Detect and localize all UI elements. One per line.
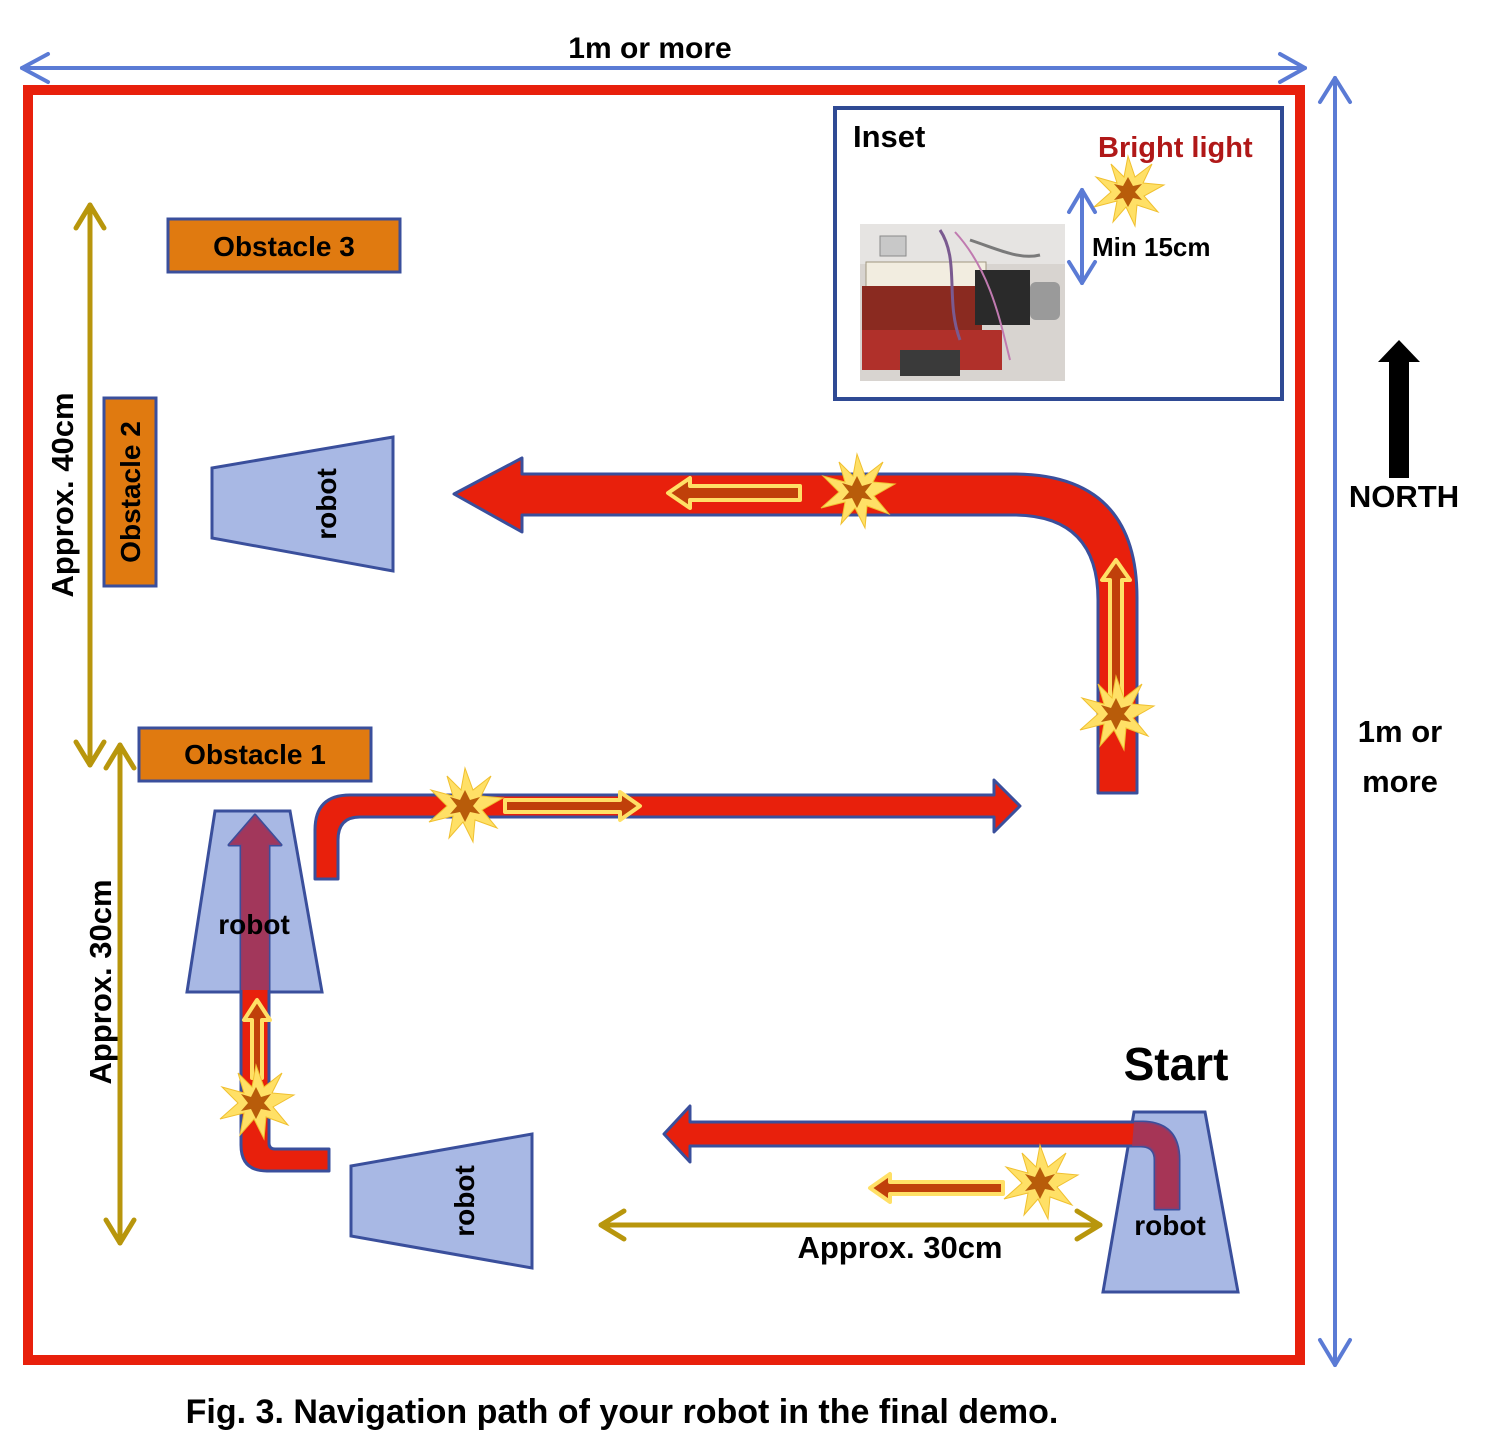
inset-bright-light-icon (1093, 154, 1166, 228)
start-label: Start (1124, 1038, 1229, 1090)
direction-arrows (242, 476, 1132, 1204)
approx-30cm-vertical-arrow (103, 742, 137, 1246)
north-arrow-icon (1378, 340, 1420, 478)
approx-30cm-horizontal-label: Approx. 30cm (797, 1230, 1002, 1265)
height-dimension-arrow (1318, 76, 1352, 1367)
robot-upper (210, 435, 395, 573)
robot-bottom (349, 1132, 534, 1270)
robot-left-label: robot (218, 909, 290, 940)
obstacle-2 (102, 396, 158, 588)
approx-40cm-label: Approx. 40cm (45, 392, 80, 597)
min-distance-label: Min 15cm (1092, 232, 1211, 262)
approx-30cm-vertical-label: Approx. 30cm (83, 879, 118, 1084)
bright-light-icon (428, 766, 505, 844)
approx-30cm-horizontal-arrow (598, 1208, 1103, 1242)
bright-light-icon (1003, 1143, 1080, 1221)
bright-light-icon (1079, 674, 1156, 752)
bright-light-icon (219, 1063, 296, 1141)
bright-light-label: Bright light (1098, 132, 1253, 164)
arena-border (23, 85, 1305, 1365)
obstacle-3-label: Obstacle 3 (213, 231, 355, 262)
inset-title: Inset (853, 119, 925, 154)
obstacle-1 (137, 726, 373, 783)
robot-photo (860, 224, 1065, 381)
path-segment-north-west (452, 456, 1139, 795)
robot-start-label: robot (1134, 1210, 1206, 1241)
obstacle-1-label: Obstacle 1 (184, 739, 326, 770)
min-distance-arrow (1067, 188, 1097, 285)
width-label: 1m or more (568, 32, 731, 65)
bright-light-icons (219, 452, 1156, 1221)
path-segment-east (313, 778, 1022, 881)
robot-upper-label: robot (311, 468, 342, 540)
height-label-line2: more (1362, 764, 1438, 799)
figure-caption: Fig. 3. Navigation path of your robot in… (186, 1393, 1059, 1431)
approx-40cm-arrow (73, 202, 107, 768)
north-label: NORTH (1349, 479, 1459, 514)
path-overlay-left-robot (229, 815, 281, 990)
obstacle-3 (166, 217, 402, 274)
obstacle-2-label: Obstacle 2 (115, 421, 146, 563)
bright-light-icon (820, 452, 897, 530)
path-overlay-start (1132, 1122, 1179, 1209)
width-dimension-arrow (20, 52, 1307, 84)
robot-bottom-label: robot (449, 1165, 480, 1237)
height-label-line1: 1m or (1358, 714, 1442, 749)
